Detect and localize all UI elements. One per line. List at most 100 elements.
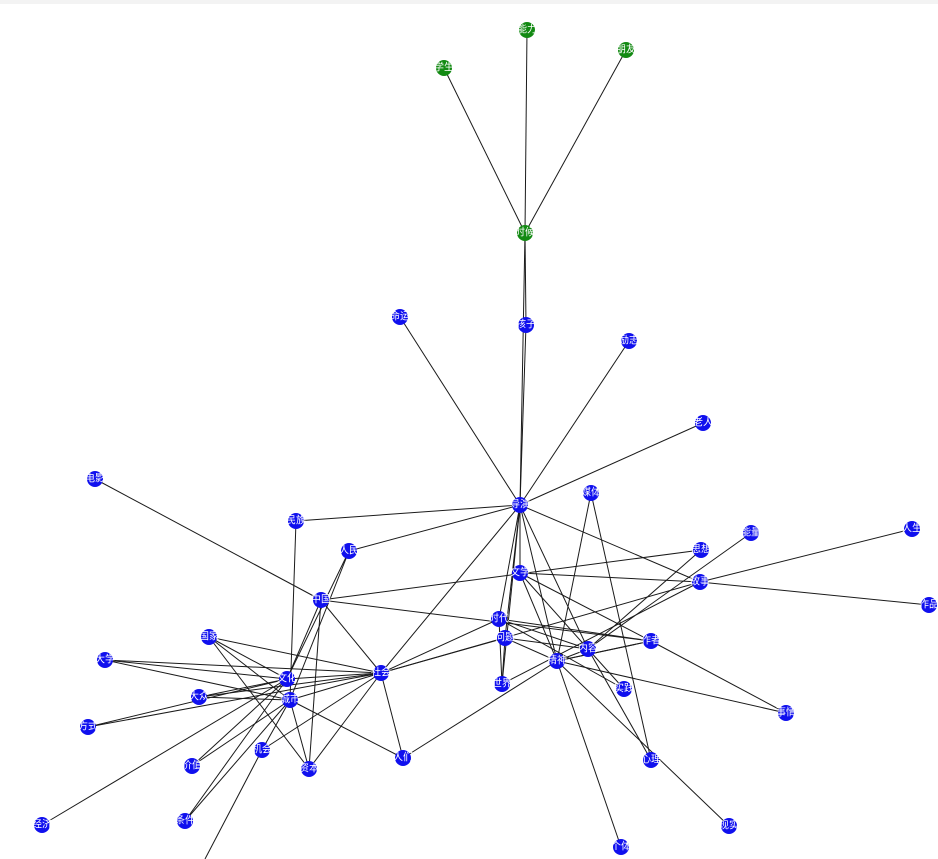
node-n19[interactable]: 作品	[919, 597, 938, 613]
node-n38[interactable]: 资本	[299, 761, 319, 777]
node-circle	[282, 692, 298, 708]
node-circle	[693, 542, 709, 558]
node-n11[interactable]: 民族	[286, 513, 306, 529]
node-n5[interactable]: 命运	[390, 309, 410, 325]
node-n9[interactable]: 导演	[510, 497, 530, 513]
edge-17-19	[699, 581, 930, 606]
node-n12[interactable]: 人民	[339, 543, 359, 559]
edge-28-40	[41, 678, 288, 826]
node-label: 文化	[277, 672, 297, 685]
edge-9-29	[501, 504, 521, 685]
node-n28[interactable]: 文化	[277, 671, 297, 687]
node-n37[interactable]: 价值	[182, 758, 202, 774]
edge-27-21	[208, 636, 382, 674]
node-n25[interactable]: 内容	[578, 641, 598, 657]
node-label: 实践	[614, 682, 634, 695]
node-label: 价值	[182, 759, 202, 772]
edge-28-37	[191, 678, 288, 767]
node-n40[interactable]: 经济	[32, 817, 52, 833]
node-n32[interactable]: 城市	[280, 692, 300, 708]
node-circle	[517, 225, 533, 241]
node-n7[interactable]: 老人	[693, 415, 713, 431]
edge-28-31	[198, 678, 288, 698]
node-circle	[518, 317, 534, 333]
node-label: 大众	[189, 690, 209, 703]
node-circle	[436, 60, 452, 76]
edge-20-27	[380, 618, 500, 674]
node-n14[interactable]: 人生	[902, 521, 922, 537]
node-n30[interactable]: 实践	[614, 681, 634, 697]
node-n17[interactable]: 故事	[690, 574, 710, 590]
edge-9-20	[498, 504, 521, 620]
node-label: 孩子	[516, 318, 536, 331]
node-circle	[491, 611, 507, 627]
node-n39[interactable]: 心理	[641, 752, 661, 768]
node-circle	[519, 22, 535, 38]
node-n26[interactable]: 精神	[547, 653, 567, 669]
node-n13[interactable]: 能量	[741, 525, 761, 541]
node-label: 中国	[311, 593, 331, 606]
node-n36[interactable]: 人们	[393, 750, 413, 766]
edge-24-32	[104, 659, 291, 701]
node-n18[interactable]: 中国	[311, 592, 331, 608]
node-n24[interactable]: 大学	[95, 652, 115, 668]
edge-26-42	[556, 660, 730, 827]
node-label: 作者	[641, 635, 661, 647]
node-n43[interactable]: 个体	[611, 839, 631, 855]
edge-16-23	[519, 572, 652, 642]
edge-3-1	[524, 49, 627, 234]
edge-9-12	[348, 504, 521, 552]
node-circle	[201, 629, 217, 645]
node-label: 导演	[510, 498, 530, 511]
node-n29[interactable]: 世界	[492, 676, 512, 692]
edge-26-36	[402, 660, 558, 759]
node-n42[interactable]: 现实	[719, 818, 739, 834]
node-n21[interactable]: 国家	[199, 629, 219, 645]
node-n2[interactable]: 学生	[434, 60, 454, 76]
node-n27[interactable]: 社会	[371, 665, 391, 681]
node-label: 思想	[691, 543, 711, 556]
node-n3[interactable]: 时候	[515, 225, 535, 241]
node-circle	[395, 750, 411, 766]
top-border	[0, 0, 938, 4]
edge-8-18	[94, 478, 322, 601]
node-n0[interactable]: 能力	[517, 22, 537, 38]
node-n23[interactable]: 作者	[641, 633, 661, 649]
edge-9-17	[519, 504, 701, 583]
node-label: 个体	[611, 841, 631, 853]
edge-16-25	[519, 572, 589, 650]
node-label: 精神	[547, 654, 567, 667]
node-n16[interactable]: 文学	[510, 565, 530, 581]
edge-32-38	[289, 699, 310, 770]
node-n22[interactable]: 问题	[495, 630, 515, 646]
edge-27-32	[289, 672, 382, 701]
node-n41[interactable]: 条件	[175, 813, 195, 829]
edge-26-33	[556, 660, 787, 714]
edge-18-15	[320, 549, 702, 601]
node-label: 大学	[95, 653, 115, 666]
node-n6[interactable]: 励志	[619, 333, 639, 349]
node-n35[interactable]: 机会	[252, 742, 272, 758]
node-label: 励志	[619, 334, 639, 347]
node-circle	[580, 641, 596, 657]
node-circle	[512, 497, 528, 513]
node-label: 时候	[515, 226, 535, 239]
node-n31[interactable]: 大众	[189, 689, 209, 705]
edge-20-29	[498, 618, 503, 685]
node-n8[interactable]: 电影	[85, 471, 105, 487]
node-circle	[583, 485, 599, 501]
edge-9-7	[519, 422, 704, 506]
node-n4[interactable]: 孩子	[516, 317, 536, 333]
node-label: 人生	[902, 522, 922, 535]
node-n15[interactable]: 思想	[691, 542, 711, 558]
node-label: 事情	[776, 706, 796, 719]
edge-9-25	[519, 504, 589, 650]
node-n1[interactable]: 朋友	[616, 42, 636, 58]
node-n10[interactable]: 媒体	[581, 485, 601, 501]
node-n20[interactable]: 时代	[489, 611, 509, 627]
node-n33[interactable]: 事情	[776, 705, 796, 721]
edge-27-36	[380, 672, 404, 759]
edge-18-38	[308, 599, 322, 770]
node-n34[interactable]: 方式	[78, 719, 98, 735]
edge-3-2	[443, 67, 526, 234]
